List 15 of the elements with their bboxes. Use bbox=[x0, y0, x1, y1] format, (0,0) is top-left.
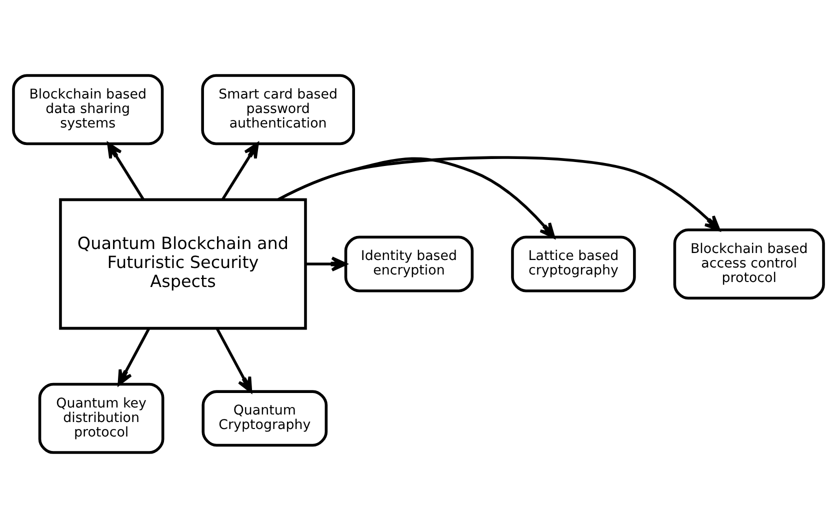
arrow bbox=[117, 328, 150, 386]
node-box: Smart card based password authentication bbox=[200, 74, 354, 146]
node-box: Quantum Cryptography bbox=[201, 390, 328, 447]
node-box: Identity based encryption bbox=[344, 236, 474, 292]
node-box: Quantum Blockchain and Futuristic Security Aspects bbox=[58, 198, 306, 330]
arrow bbox=[305, 256, 347, 272]
arrow bbox=[220, 142, 258, 200]
node-box: Quantum key distribution protocol bbox=[38, 382, 164, 454]
node-box: Lattice based cryptography bbox=[510, 236, 636, 292]
arrow bbox=[277, 157, 555, 239]
arrow bbox=[215, 328, 252, 393]
node-box: Blockchain based access control protocol bbox=[672, 228, 824, 300]
arrow bbox=[277, 156, 720, 232]
node-box: Blockchain based data sharing systems bbox=[12, 74, 164, 146]
arrow bbox=[106, 142, 144, 200]
